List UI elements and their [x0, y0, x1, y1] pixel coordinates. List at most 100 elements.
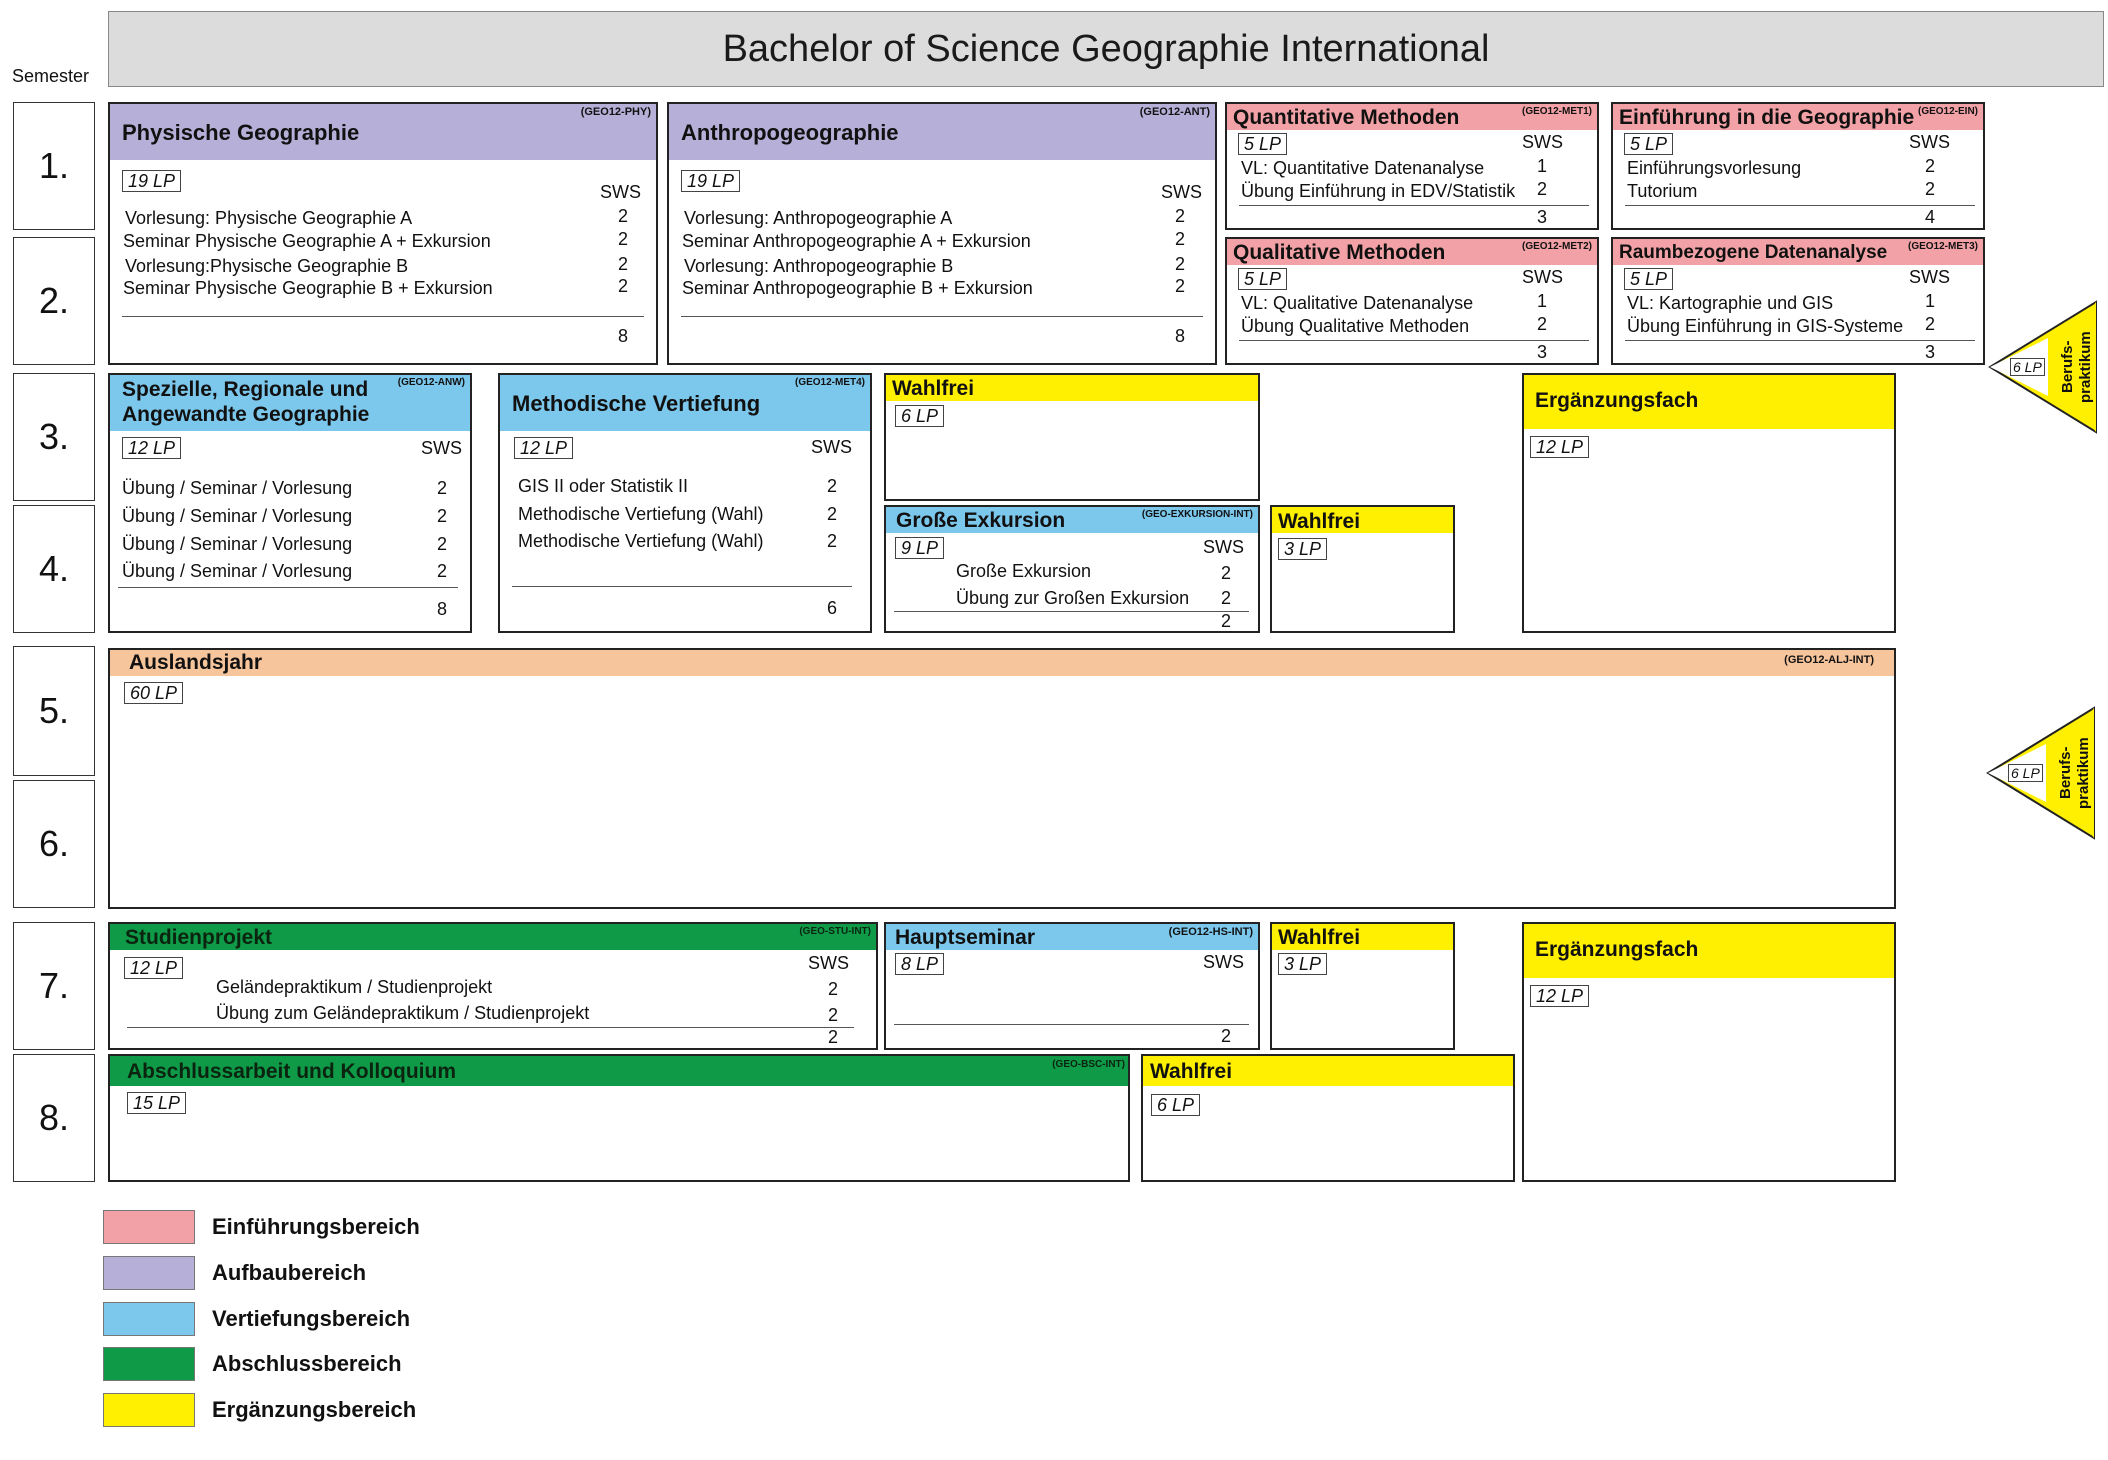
course-sws: 2 [1175, 229, 1186, 249]
legend-label-einfuehrungsbereich: Einführungsbereich [212, 1214, 420, 1239]
lp-badge: 6 LP [2010, 358, 2045, 376]
module-code: (GEO12-MET4) [794, 377, 865, 388]
course-name: Vorlesung: Physische Geographie A [125, 208, 413, 228]
sws-label: SWS [421, 438, 463, 458]
course-name: VL: Quantitative Datenanalyse [1241, 158, 1485, 178]
module-methodische-vertiefung: Methodische Vertiefung (GEO12-MET4) 12 L… [498, 373, 872, 633]
semester-8: 8. [13, 1054, 95, 1182]
module-code: (GEO12-HS-INT) [1168, 926, 1253, 938]
sum-rule [118, 587, 458, 588]
sum-rule [681, 316, 1203, 317]
course-name: Übung Qualitative Methoden [1241, 316, 1470, 336]
course-name: Übung zum Geländepraktikum / Studienproj… [216, 1003, 590, 1023]
module-hauptseminar: Hauptseminar (GEO12-HS-INT) 8 LP SWS 2 [884, 922, 1260, 1050]
sum-rule [122, 316, 644, 317]
sws-label: SWS [1522, 132, 1564, 152]
course-name: Übung Einführung in EDV/Statistik [1241, 181, 1516, 201]
sum-rule [127, 1027, 854, 1028]
lp-badge: 3 LP [1278, 538, 1328, 560]
lp-badge: 12 LP [1530, 985, 1590, 1007]
module-header: Wahlfrei [1143, 1056, 1513, 1086]
module-einfuehrung-geographie: Einführung in die Geographie (GEO12-EIN)… [1611, 102, 1985, 230]
legend-swatch-vertiefungsbereich [103, 1302, 195, 1336]
course-name: Übung / Seminar / Vorlesung [122, 478, 353, 498]
module-title: Große Exkursion [896, 509, 1066, 532]
module-abschlussarbeit: Abschlussarbeit und Kolloquium (GEO-BSC-… [108, 1054, 1130, 1182]
sum-rule [1239, 205, 1589, 206]
semester-5: 5. [13, 646, 95, 776]
semester-2: 2. [13, 237, 95, 365]
lp-badge: 6 LP [2008, 764, 2043, 782]
praktikum-label: Berufs- praktikum [2052, 718, 2098, 828]
course-sws: 2 [827, 531, 838, 551]
module-angewandte-geographie: Spezielle, Regionale und Angewandte Geog… [108, 373, 472, 633]
course-sws: 2 [437, 561, 448, 581]
course-sws: 2 [437, 534, 448, 554]
course-name: Große Exkursion [956, 561, 1092, 581]
module-title-line-1: Spezielle, Regionale und [122, 378, 369, 401]
semester-4: 4. [13, 505, 95, 633]
total-sws: 3 [1925, 342, 1936, 362]
module-title: Raumbezogene Datenanalyse [1619, 242, 1888, 263]
total-sws: 2 [828, 1027, 839, 1047]
module-code: (GEO12-ANT) [1139, 106, 1210, 118]
legend-swatch-ergaenzungsbereich [103, 1393, 195, 1427]
module-wahlfrei-sem8: Wahlfrei 6 LP [1141, 1054, 1515, 1182]
legend-label-aufbaubereich: Aufbaubereich [212, 1260, 367, 1285]
course-sws: 2 [827, 504, 838, 524]
legend-label-vertiefungsbereich: Vertiefungsbereich [212, 1306, 411, 1331]
module-wahlfrei-sem7: Wahlfrei 3 LP [1270, 922, 1455, 1050]
sws-label: SWS [1203, 537, 1245, 557]
module-title: Abschlussarbeit und Kolloquium [127, 1060, 457, 1083]
berufspraktikum-marker-1: 6 LP Berufs- praktikum [1988, 300, 2100, 434]
course-name: Übung / Seminar / Vorlesung [122, 561, 353, 581]
semester-3: 3. [13, 373, 95, 501]
course-sws: 2 [1175, 206, 1186, 226]
module-physische-geographie: Physische Geographie (GEO12-PHY) 19 LP S… [108, 102, 658, 365]
module-title: Qualitative Methoden [1233, 241, 1446, 264]
module-title: Wahlfrei [892, 377, 975, 400]
course-sws: 2 [437, 506, 448, 526]
module-header: Qualitative Methoden (GEO12-MET2) [1227, 239, 1597, 265]
module-header: Physische Geographie (GEO12-PHY) [110, 104, 656, 160]
lp-badge: 6 LP [895, 405, 945, 427]
course-name: Seminar Physische Geographie A + Exkursi… [123, 231, 491, 251]
course-name: Vorlesung: Anthropogeographie B [684, 256, 954, 276]
sum-rule [894, 611, 1249, 612]
course-sws: 2 [828, 979, 839, 999]
course-name: Vorlesung: Anthropogeographie A [684, 208, 953, 228]
total-sws: 8 [1175, 326, 1186, 346]
course-sws: 2 [618, 254, 629, 274]
lp-badge: 5 LP [1624, 268, 1674, 290]
module-title: Anthropogeographie [681, 120, 899, 145]
course-sws: 2 [1537, 179, 1548, 199]
lp-badge: 15 LP [127, 1092, 187, 1114]
course-name: VL: Kartographie und GIS [1627, 293, 1834, 313]
module-header: Große Exkursion (GEO-EXKURSION-INT) [886, 507, 1258, 533]
module-code: (GEO12-MET3) [1907, 241, 1978, 252]
module-header: Methodische Vertiefung (GEO12-MET4) [500, 375, 870, 431]
lp-badge: 5 LP [1238, 268, 1288, 290]
module-ergaenzungsfach-sem7-8: Ergänzungsfach 12 LP [1522, 922, 1896, 1182]
module-title: Auslandsjahr [129, 651, 263, 674]
module-grosse-exkursion: Große Exkursion (GEO-EXKURSION-INT) 9 LP… [884, 505, 1260, 633]
total-sws: 4 [1925, 207, 1936, 227]
course-sws: 2 [618, 206, 629, 226]
legend-swatch-abschlussbereich [103, 1347, 195, 1381]
module-header: Anthropogeographie (GEO12-ANT) [669, 104, 1215, 160]
course-name: Methodische Vertiefung (Wahl) [518, 504, 764, 524]
semester-7: 7. [13, 922, 95, 1050]
module-header: Ergänzungsfach [1524, 375, 1894, 429]
total-sws: 3 [1537, 342, 1548, 362]
module-auslandsjahr: Auslandsjahr (GEO12-ALJ-INT) 60 LP [108, 648, 1896, 909]
lp-badge: 19 LP [681, 170, 741, 192]
course-name: Übung zur Großen Exkursion [956, 588, 1190, 608]
sws-label: SWS [600, 182, 642, 202]
total-sws: 6 [827, 598, 838, 618]
module-wahlfrei-sem3: Wahlfrei 6 LP [884, 373, 1260, 501]
module-code: (GEO12-PHY) [580, 106, 651, 118]
sum-rule [1625, 205, 1975, 206]
course-sws: 2 [1221, 588, 1232, 608]
course-sws: 1 [1537, 291, 1548, 311]
module-code: (GEO-STU-INT) [799, 926, 871, 937]
